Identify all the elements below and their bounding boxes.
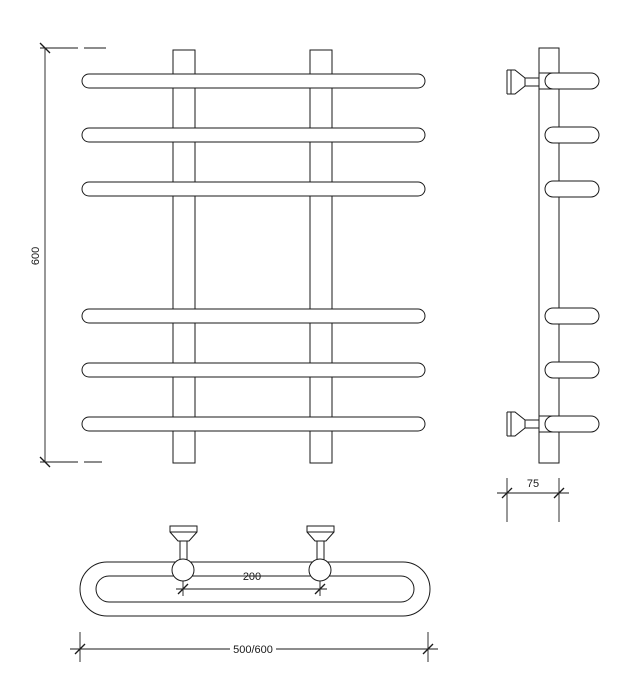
side-view: 75	[497, 47, 600, 522]
depth-dimension: 75	[497, 478, 569, 522]
width-dimension-label: 500/600	[233, 644, 273, 656]
depth-dimension-label: 75	[527, 478, 539, 490]
top-loop-inner	[95, 575, 415, 603]
top-wall-bracket-right	[306, 525, 335, 582]
height-dimension: 600	[30, 42, 106, 468]
side-rung	[544, 126, 600, 144]
side-rung	[544, 180, 600, 198]
pipe-spacing-dimension-label: 200	[243, 571, 261, 583]
side-rung	[544, 72, 600, 90]
side-wall-bracket-top	[506, 69, 539, 95]
front-vertical-pipe-left	[172, 49, 196, 464]
front-rung	[81, 181, 426, 197]
pipe-spacing-dimension: 200	[176, 571, 327, 596]
height-dimension-label: 600	[30, 247, 42, 265]
front-rung	[81, 416, 426, 432]
side-wall-bracket-bottom	[506, 411, 539, 437]
side-rung	[544, 361, 600, 379]
side-rung	[544, 307, 600, 325]
top-wall-bracket-left	[169, 525, 198, 582]
width-dimension: 500/600	[70, 632, 438, 662]
front-rung	[81, 127, 426, 143]
side-rung	[544, 415, 600, 433]
front-rung	[81, 362, 426, 378]
front-rung	[81, 73, 426, 89]
front-pipe-overlap-lines	[172, 50, 333, 463]
side-vertical-pipe	[538, 47, 560, 464]
top-view: 200 500/600	[70, 525, 438, 662]
front-vertical-pipe-right	[309, 49, 333, 464]
front-view: 600	[30, 42, 426, 468]
front-rung	[81, 308, 426, 324]
